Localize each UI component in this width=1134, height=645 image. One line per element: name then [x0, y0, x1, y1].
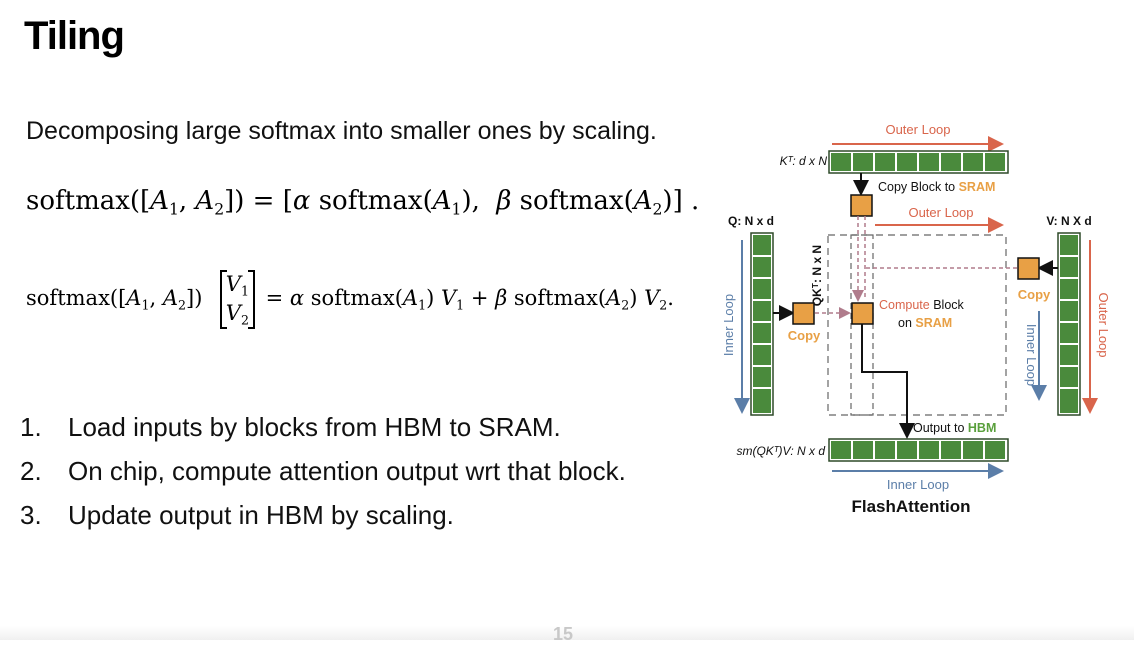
v-label: V: N X d [1046, 214, 1091, 228]
copy-right-label: Copy [1018, 287, 1051, 302]
slide-title: Tiling [24, 14, 125, 58]
slide-subtitle: Decomposing large softmax into smaller o… [26, 117, 657, 145]
bottom-fade [0, 626, 1134, 640]
q-sram-block [792, 302, 815, 325]
qkt-label: QKᵀ: N x N [810, 245, 824, 306]
copy-block-label: Copy Block to SRAM [878, 180, 995, 194]
list-item: 1.Load inputs by blocks from HBM to SRAM… [20, 412, 561, 442]
outer-loop-mid-label: Outer Loop [908, 205, 973, 220]
outer-loop-right-label: Outer Loop [1096, 292, 1111, 357]
flashattention-diagram: Outer Loop Kᵀ: d x N Copy Block to SRAM … [721, 122, 1111, 516]
v-matrix [1057, 232, 1081, 416]
kt-sram-block [850, 194, 873, 217]
kt-label: Kᵀ: d x N [780, 154, 828, 168]
steps-list: 1.Load inputs by blocks from HBM to SRAM… [20, 410, 626, 542]
output-matrix [828, 438, 1009, 462]
list-item: 3.Update output in HBM by scaling. [20, 500, 454, 530]
inner-loop-right-label: Inner Loop [1024, 324, 1039, 386]
inner-loop-left-label: Inner Loop [721, 294, 736, 356]
outer-loop-top-label: Outer Loop [885, 122, 950, 137]
copy-left-label: Copy [788, 328, 821, 343]
list-item: 2.On chip, compute attention output wrt … [20, 456, 626, 486]
page-number: 15 [553, 624, 574, 644]
output-label: Output to HBM [913, 421, 996, 435]
q-label: Q: N x d [728, 214, 774, 228]
q-matrix [750, 232, 774, 416]
out-label: sm(QKᵀ)V: N x d [736, 444, 825, 458]
compute-label-line2: on SRAM [898, 316, 952, 330]
compute-label-line1: Compute Block [879, 298, 965, 312]
v-sram-block [1017, 257, 1040, 280]
qkt-region [827, 234, 1007, 416]
equation-softmax-decomposition: softmax([A1, A2]) = [α softmax(A1), β so… [26, 186, 700, 219]
diagram-caption: FlashAttention [852, 497, 971, 516]
compute-block [851, 302, 874, 325]
inner-loop-bottom-label: Inner Loop [887, 477, 949, 492]
kt-matrix [828, 150, 1009, 174]
